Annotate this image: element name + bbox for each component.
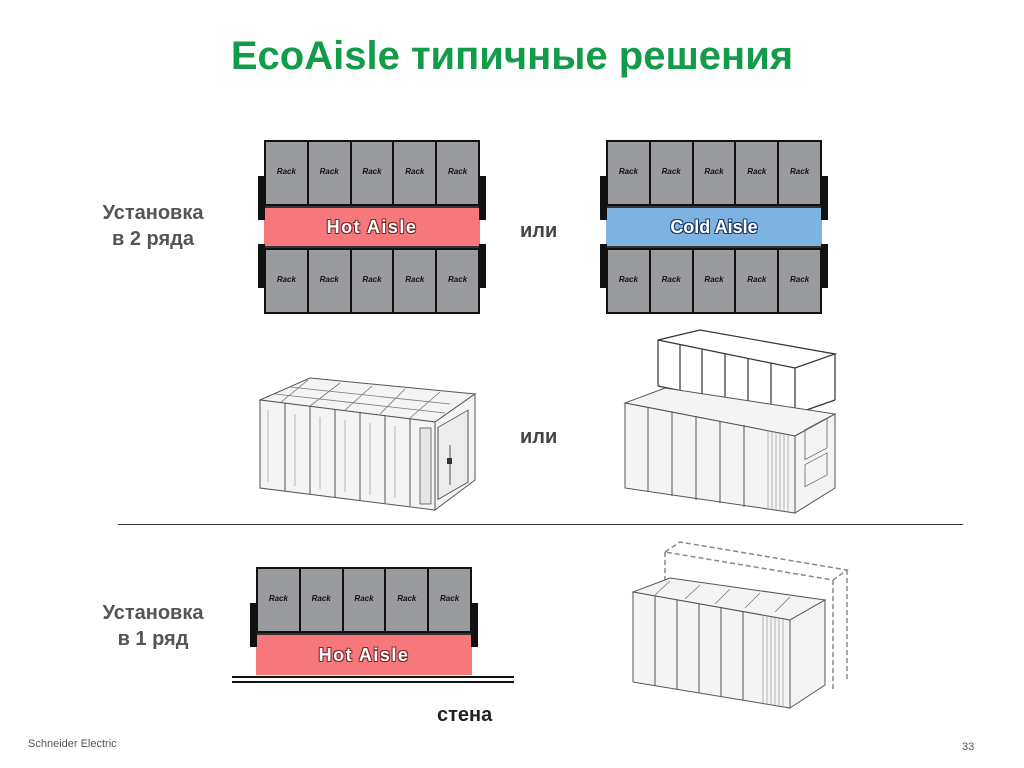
label-one-row: Установка в 1 ряд — [102, 602, 204, 650]
rack-label: Rack — [747, 167, 767, 176]
rack: Rack — [693, 142, 737, 204]
rack-label: Rack — [405, 275, 425, 284]
aisle-door — [471, 603, 478, 647]
rack: Rack — [608, 142, 651, 204]
one-row-containment-illustration — [631, 541, 849, 709]
hot-aisle-two-row-diagram: Rack Rack Rack Rack Rack Hot Aisle Rack … — [256, 140, 488, 314]
aisle-door — [821, 244, 828, 288]
cold-aisle-two-row-diagram: Rack Rack Rack Rack Rack Cold Aisle Rack… — [598, 140, 830, 314]
rack: Rack — [394, 142, 438, 204]
rack: Rack — [779, 250, 820, 312]
wall-label: стена — [437, 704, 493, 726]
rack: Rack — [693, 250, 737, 312]
rack-row-top: Rack Rack Rack Rack Rack — [606, 140, 822, 206]
rack-row: Rack Rack Rack Rack Rack — [256, 567, 472, 633]
rack-label: Rack — [704, 275, 724, 284]
rack-label: Rack — [618, 275, 638, 284]
rack: Rack — [266, 142, 309, 204]
cold-aisle-containment-illustration — [623, 329, 838, 514]
rack-label: Rack — [618, 167, 638, 176]
rack: Rack — [308, 142, 352, 204]
wall-line — [232, 676, 514, 678]
rack-label: Rack — [790, 167, 810, 176]
rack-label: Rack — [448, 167, 468, 176]
rack: Rack — [437, 250, 478, 312]
rack-label: Rack — [790, 275, 810, 284]
rack-label: Rack — [276, 167, 296, 176]
rack-label: Rack — [362, 275, 382, 284]
rack: Rack — [650, 142, 694, 204]
rack-label: Rack — [354, 594, 374, 603]
rack: Rack — [437, 142, 478, 204]
rack: Rack — [429, 569, 470, 631]
aisle-door — [258, 176, 265, 220]
rack-row-bottom: Rack Rack Rack Rack Rack — [264, 248, 480, 314]
rack: Rack — [300, 569, 344, 631]
rack-label: Rack — [661, 275, 681, 284]
rack: Rack — [608, 250, 651, 312]
aisle-door — [479, 176, 486, 220]
label-two-rows: Установка в 2 ряда — [102, 202, 204, 250]
rack-label: Rack — [440, 594, 460, 603]
page-number: 33 — [962, 741, 975, 753]
rack: Rack — [258, 569, 301, 631]
rack: Rack — [386, 569, 430, 631]
rack-row-bottom: Rack Rack Rack Rack Rack — [606, 248, 822, 314]
hot-aisle-one-row-diagram: Rack Rack Rack Rack Rack Hot Aisle — [248, 567, 480, 681]
cold-aisle: Cold Aisle — [606, 206, 822, 248]
rack-label: Rack — [405, 167, 425, 176]
footer-company: Schneider Electric — [28, 738, 117, 750]
or-label-top: или — [520, 220, 558, 242]
aisle-door — [821, 176, 828, 220]
rack-label: Rack — [362, 167, 382, 176]
aisle-door — [600, 244, 607, 288]
rack-label: Rack — [319, 167, 339, 176]
rack-label: Rack — [268, 594, 288, 603]
rack: Rack — [779, 142, 820, 204]
hot-aisle-label: Hot Aisle — [318, 644, 410, 665]
rack-label: Rack — [747, 275, 767, 284]
aisle-door — [479, 244, 486, 288]
hot-aisle-label: Hot Aisle — [326, 216, 418, 237]
rack-label: Rack — [704, 167, 724, 176]
rack: Rack — [394, 250, 438, 312]
rack: Rack — [343, 569, 387, 631]
or-label-middle: или — [520, 426, 558, 448]
rack: Rack — [736, 250, 780, 312]
rack: Rack — [736, 142, 780, 204]
cold-aisle-label: Cold Aisle — [670, 216, 758, 237]
rack: Rack — [650, 250, 694, 312]
rack-label: Rack — [311, 594, 331, 603]
rack-label: Rack — [319, 275, 339, 284]
rack: Rack — [351, 250, 395, 312]
rack-row-top: Rack Rack Rack Rack Rack — [264, 140, 480, 206]
hot-aisle: Hot Aisle — [256, 633, 472, 675]
rack-label: Rack — [448, 275, 468, 284]
aisle-door — [600, 176, 607, 220]
aisle-door — [250, 603, 257, 647]
rack: Rack — [308, 250, 352, 312]
hot-aisle: Hot Aisle — [264, 206, 480, 248]
rack-label: Rack — [276, 275, 296, 284]
section-divider — [118, 524, 963, 525]
rack-label: Rack — [397, 594, 417, 603]
page-title: EcoAisle типичные решения — [230, 34, 794, 78]
hot-aisle-containment-illustration — [258, 377, 477, 511]
rack: Rack — [351, 142, 395, 204]
rack-label: Rack — [661, 167, 681, 176]
aisle-door — [258, 244, 265, 288]
wall-line — [232, 681, 514, 683]
rack: Rack — [266, 250, 309, 312]
